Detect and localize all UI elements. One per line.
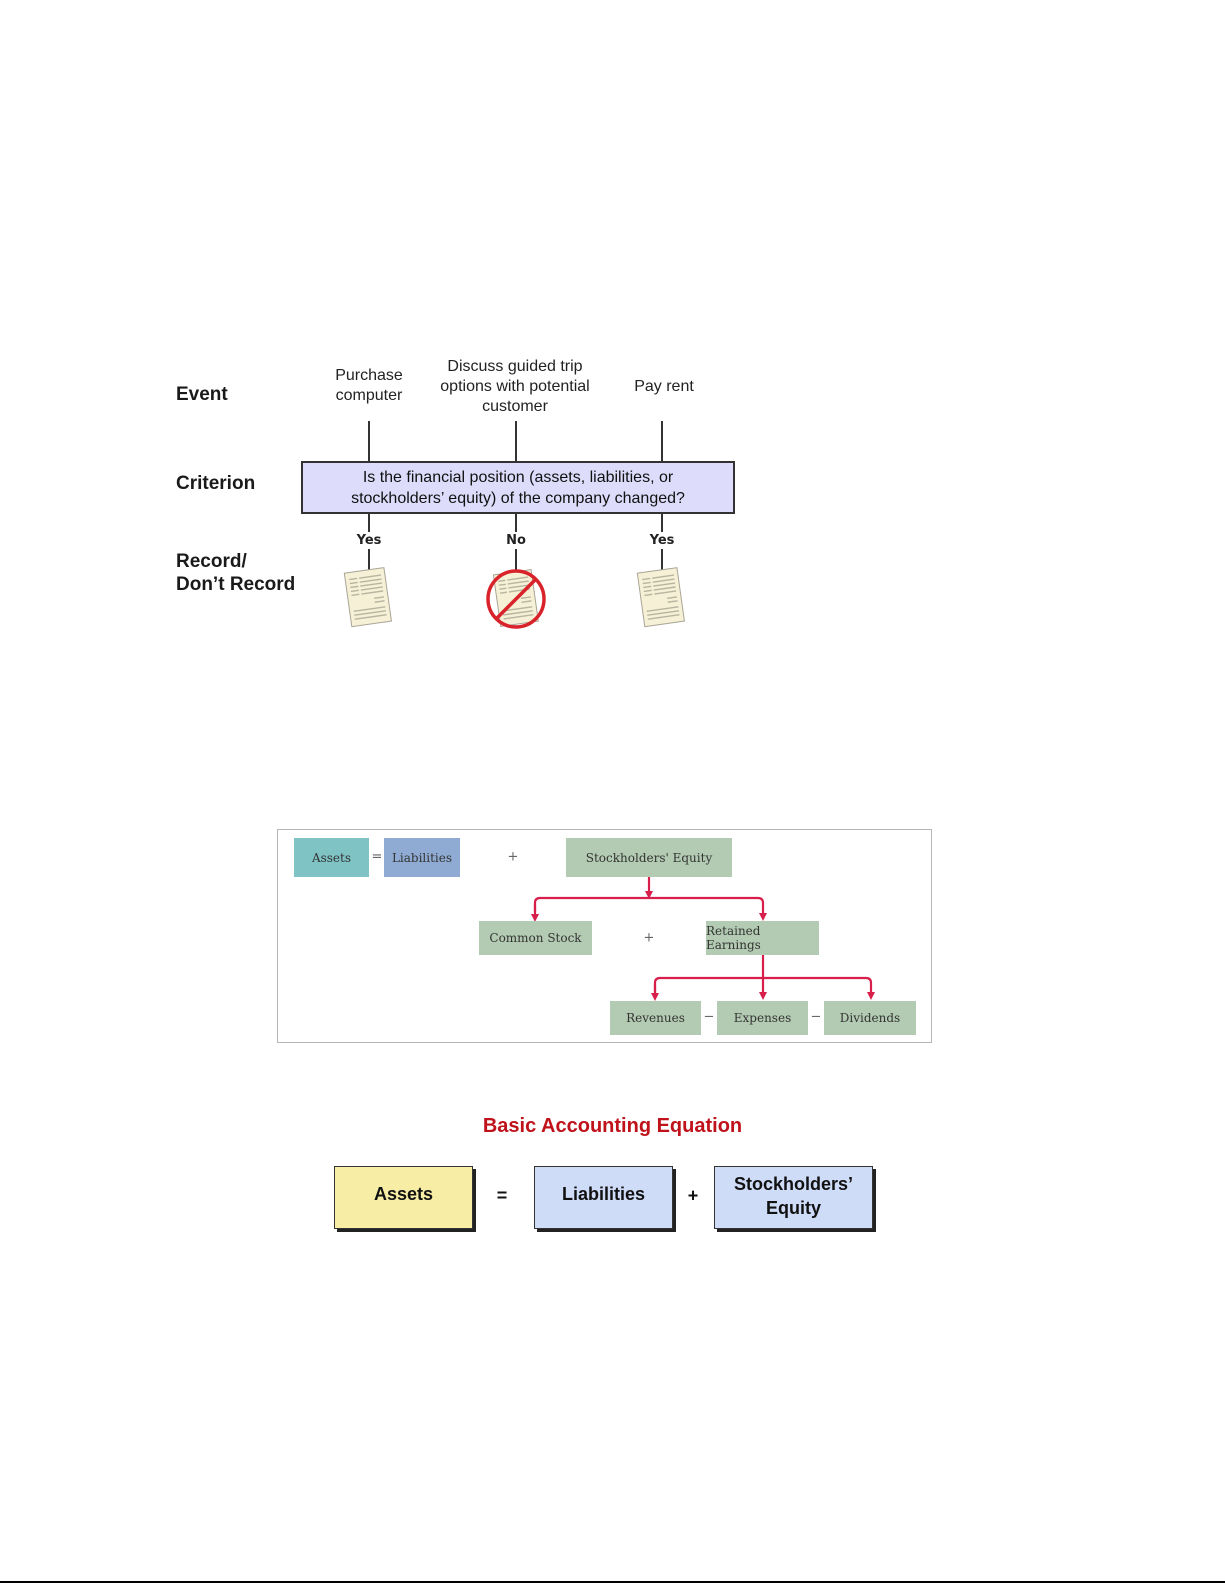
common-stock-label: Common Stock xyxy=(489,931,582,945)
basic-equation-title: Basic Accounting Equation xyxy=(482,1115,743,1137)
connector-line xyxy=(515,549,517,571)
criterion-text: Is the financial position (assets, liabi… xyxy=(351,468,685,507)
connector-line xyxy=(368,549,370,571)
connector-line xyxy=(661,514,663,532)
dividends-label: Dividends xyxy=(839,1011,901,1025)
document-icon xyxy=(636,567,685,628)
row-label-event: Event xyxy=(176,384,228,405)
revenues-label: Revenues xyxy=(626,1011,685,1025)
document-icon xyxy=(343,567,392,628)
answer-yes: Yes xyxy=(649,533,675,548)
assets-label: Assets xyxy=(311,850,352,865)
answer-no: No xyxy=(506,533,526,548)
expanded-equation-frame xyxy=(277,829,932,1043)
connector-line xyxy=(368,421,370,462)
common-stock-box: Common Stock xyxy=(479,921,592,955)
basic-equity-box: Stockholders’ Equity xyxy=(714,1166,873,1229)
event-label-discuss-trip: Discuss guided trip options with potenti… xyxy=(440,358,590,415)
basic-assets-box: Assets xyxy=(334,1166,473,1229)
prohibited-document-icon xyxy=(486,569,546,629)
row-label-record: Record/ Don’t Record xyxy=(176,551,296,595)
expenses-box: Expenses xyxy=(717,1001,808,1035)
minus-sign: − xyxy=(810,1009,822,1025)
equals-sign: = xyxy=(371,849,383,865)
connector-line xyxy=(515,421,517,462)
stockholders-equity-label: Stockholders' Equity xyxy=(585,850,713,865)
plus-sign: + xyxy=(643,930,655,946)
connector-line xyxy=(515,514,517,532)
connector-line xyxy=(368,514,370,532)
stockholders-equity-box: Stockholders' Equity xyxy=(566,838,732,877)
dividends-box: Dividends xyxy=(824,1001,916,1035)
revenues-box: Revenues xyxy=(610,1001,701,1035)
basic-equals-sign: = xyxy=(496,1185,508,1206)
minus-sign: − xyxy=(703,1009,715,1025)
row-label-criterion: Criterion xyxy=(176,473,256,494)
basic-liabilities-box: Liabilities xyxy=(534,1166,673,1229)
arrow-equity-split xyxy=(533,896,767,921)
event-label-purchase-computer: Purchase computer xyxy=(335,367,403,404)
page-bottom-rule xyxy=(0,1581,1225,1583)
expenses-label: Expenses xyxy=(733,1011,792,1025)
retained-earnings-box: Retained Earnings xyxy=(706,921,819,955)
criterion-box: Is the financial position (assets, liabi… xyxy=(301,461,735,514)
connector-line xyxy=(661,549,663,571)
basic-liabilities-label: Liabilities xyxy=(561,1183,646,1204)
answer-yes: Yes xyxy=(356,533,382,548)
basic-plus-sign: + xyxy=(687,1185,699,1206)
liabilities-label: Liabilities xyxy=(391,850,453,865)
basic-equity-label: Stockholders’ Equity xyxy=(733,1173,854,1218)
plus-sign: + xyxy=(507,849,519,865)
arrow-retained-split xyxy=(653,976,875,1000)
liabilities-box: Liabilities xyxy=(384,838,460,877)
event-label-pay-rent: Pay rent xyxy=(634,378,694,395)
assets-box: Assets xyxy=(294,838,369,877)
retained-earnings-label: Retained Earnings xyxy=(706,924,761,952)
basic-assets-label: Assets xyxy=(373,1183,434,1204)
connector-line xyxy=(661,421,663,462)
